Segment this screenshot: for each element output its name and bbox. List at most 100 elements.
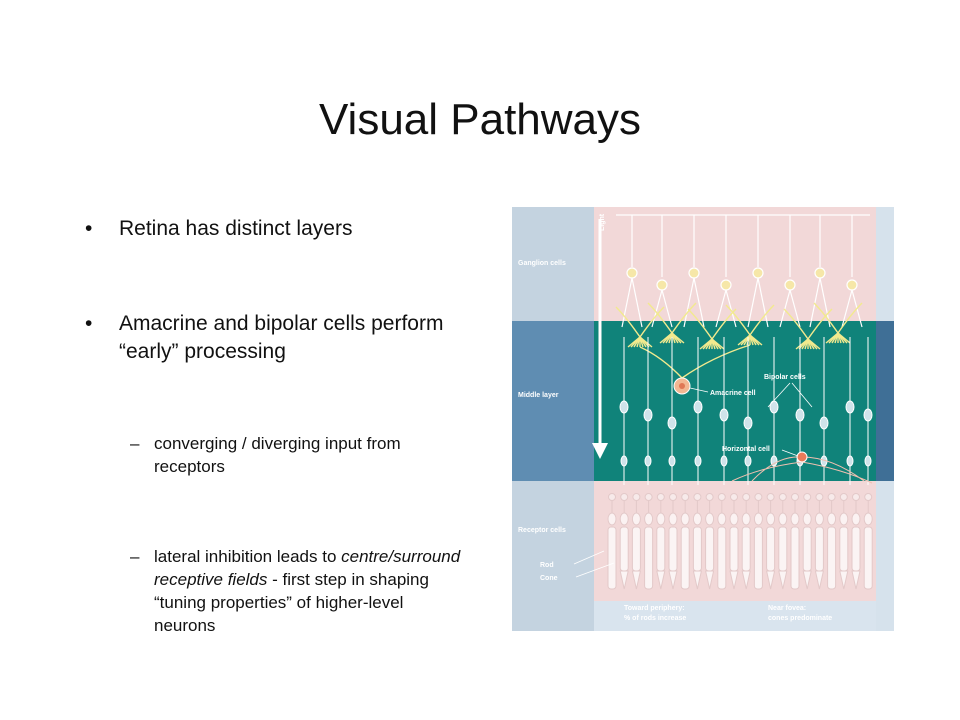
cone-inner-segment <box>656 526 666 572</box>
bipolar-lower-soma <box>720 455 728 467</box>
receptor-terminal <box>644 493 653 501</box>
receptor-nucleus <box>778 512 788 526</box>
middle-layer-label: Middle layer <box>518 392 559 399</box>
ganglion-soma <box>846 279 858 291</box>
cone-inner-segment <box>705 526 715 572</box>
receptor-layer-label: Receptor cells <box>518 527 566 534</box>
cone-outer-segment <box>692 570 703 590</box>
bipolar-lower-soma <box>846 455 854 467</box>
yellow-dendrite <box>647 302 697 334</box>
bipolar-pointer-2 <box>791 382 813 408</box>
bipolar-lower-soma <box>668 455 676 467</box>
ganglion-layer-band <box>594 207 876 321</box>
bipolar-soma <box>863 408 873 422</box>
periphery-label-1: Toward periphery: <box>624 605 685 612</box>
receptor-terminal <box>815 493 824 501</box>
bipolar-soma <box>769 400 779 414</box>
bipolar-lower-soma <box>694 455 702 467</box>
cone-outer-segment <box>802 570 812 590</box>
receptor-nucleus <box>631 512 641 526</box>
dendrite-fan <box>639 336 653 348</box>
receptor-nucleus <box>729 512 739 526</box>
receptor-terminal <box>864 493 873 501</box>
cone-outer-segment <box>765 570 776 590</box>
cone-outer-segment <box>851 570 861 590</box>
receptor-nucleus <box>717 512 727 526</box>
bipolar-soma <box>693 400 703 414</box>
receptor-nucleus <box>863 512 873 526</box>
cone-inner-segment <box>631 526 641 572</box>
rod-label: Rod <box>540 562 554 569</box>
receptor-terminal <box>717 493 726 501</box>
subbullet-text-part: lateral inhibition leads to <box>154 547 342 566</box>
bipolar-soma <box>743 416 753 430</box>
dendrite-fan <box>671 332 685 344</box>
receptor-terminal <box>766 493 775 501</box>
light-label: Light <box>599 213 606 231</box>
receptor-terminal <box>791 493 799 501</box>
receptor-terminal <box>839 493 848 501</box>
amacrine-pointer <box>689 387 709 393</box>
cone-outer-segment <box>839 570 849 590</box>
cone-inner-segment <box>839 526 849 572</box>
horizontal-label: Horizontal cell <box>722 446 770 453</box>
ganglion-dendrite <box>651 289 673 328</box>
middle-layer-band-right <box>876 321 894 481</box>
receptor-terminal <box>778 493 787 501</box>
receptor-terminal <box>705 493 714 501</box>
dendrite-fan <box>749 334 763 346</box>
bipolar-soma <box>819 416 829 430</box>
receptor-terminal <box>742 493 751 501</box>
cone-outer-segment <box>619 570 629 590</box>
ganglion-soma <box>626 267 638 279</box>
cone-inner-segment <box>851 526 861 572</box>
receptor-nucleus <box>753 512 763 526</box>
receptor-nucleus <box>790 512 800 526</box>
receptor-nucleus <box>680 512 690 526</box>
amacrine-nucleus <box>679 383 685 389</box>
subbullet-text-italic: centre/surround receptive fields <box>154 547 461 589</box>
yellow-dendrite <box>687 308 737 340</box>
subbullet-text-part: - first step in shaping “tuning properti… <box>154 570 429 635</box>
subbullet-text: converging / diverging input from recept… <box>154 434 401 476</box>
receptor-terminal <box>852 493 860 501</box>
bipolar-soma <box>619 400 629 414</box>
ganglion-soma <box>814 267 826 279</box>
bullet-marker: • <box>85 217 93 240</box>
cone-inner-segment <box>692 526 702 572</box>
rod-pointer <box>573 550 605 565</box>
receptor-nucleus <box>766 512 776 526</box>
cone-inner-segment <box>741 526 751 572</box>
cone-inner-segment <box>778 526 788 572</box>
horizontal-pointer <box>781 449 799 457</box>
bipolar-soma <box>845 400 855 414</box>
receptor-nucleus <box>851 512 861 526</box>
receptor-terminal <box>730 493 738 501</box>
yellow-dendrite <box>725 304 775 336</box>
bipolar-lower-soma <box>864 455 872 467</box>
receptor-cells <box>607 493 873 590</box>
cone-inner-segment <box>802 526 812 572</box>
subbullet-marker: – <box>130 434 140 453</box>
bipolar-soma <box>667 416 677 430</box>
ganglion-layer-label: Ganglion cells <box>518 260 566 267</box>
cone-outer-segment <box>778 570 788 590</box>
receptor-nucleus <box>656 512 666 526</box>
bipolar-lower-soma <box>744 455 752 467</box>
rod-outer-segment <box>753 526 763 590</box>
bullet-text: Amacrine and bipolar cells perform “earl… <box>119 312 444 363</box>
retina-diagram: Light Ganglion cells Middle layer Recept… <box>512 207 894 631</box>
ganglion-soma <box>784 279 796 291</box>
bipolar-soma <box>795 408 805 422</box>
receptor-terminal <box>693 493 702 501</box>
cone-inner-segment <box>814 526 824 572</box>
receptor-terminal <box>803 493 812 501</box>
rod-outer-segment <box>680 526 690 590</box>
amacrine-label: Amacrine cell <box>710 390 756 397</box>
amacrine-process <box>639 344 751 379</box>
bipolar-soma <box>643 408 653 422</box>
receptor-nucleus <box>802 512 812 526</box>
cone-outer-segment <box>631 570 642 590</box>
receptor-terminal <box>632 493 641 501</box>
cone-inner-segment <box>668 526 678 572</box>
